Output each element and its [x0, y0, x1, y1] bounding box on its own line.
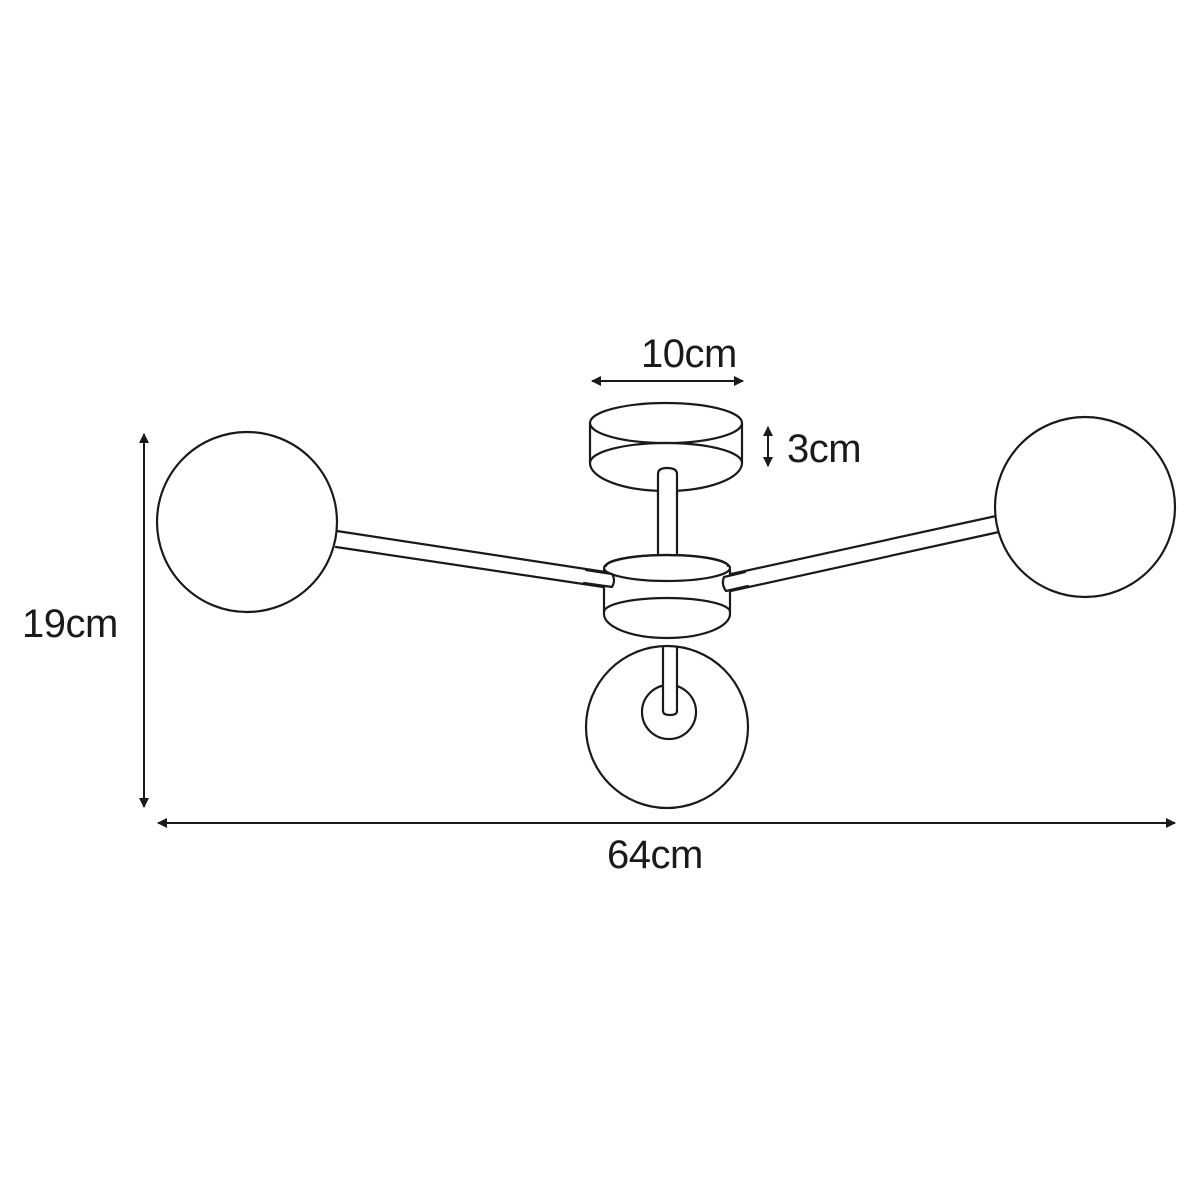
- total-width-label: 64cm: [607, 833, 703, 877]
- right-globe: [993, 415, 1177, 599]
- canopy-width-label: 10cm: [641, 332, 737, 376]
- ceiling-canopy: [588, 401, 744, 497]
- left-globe: [155, 430, 339, 614]
- left-arm: [334, 529, 614, 590]
- central-hub: [582, 553, 750, 640]
- canopy-height-label: 3cm: [787, 427, 862, 471]
- right-arm: [720, 514, 1001, 594]
- bottom-globe: [584, 644, 750, 810]
- total-height-label: 19cm: [22, 602, 118, 646]
